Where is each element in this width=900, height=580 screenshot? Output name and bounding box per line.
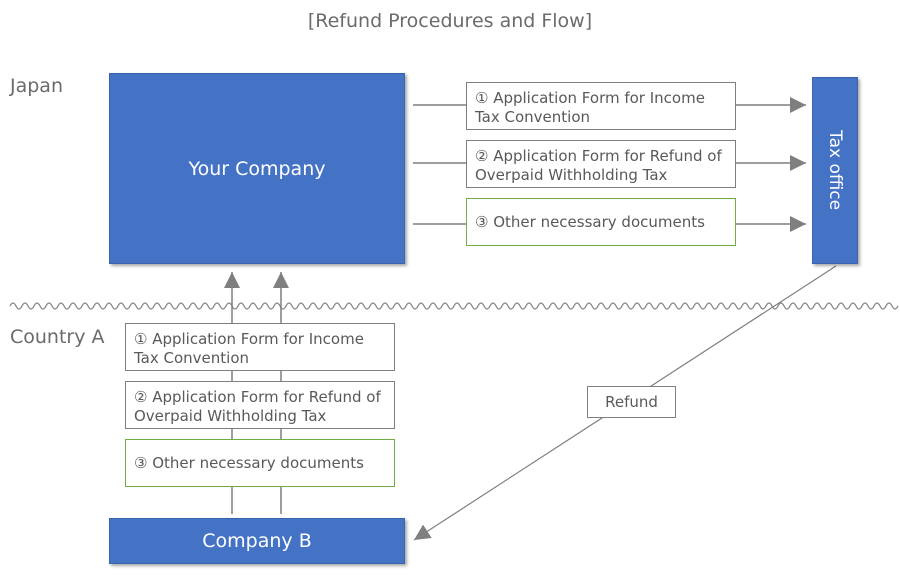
your-company-label: Your Company (188, 157, 326, 180)
top-doc-income-tax-convention: ① Application Form for Income Tax Conven… (466, 82, 736, 130)
company-b-node: Company B (109, 518, 405, 564)
region-label-country-a: Country A (10, 326, 105, 348)
company-b-label: Company B (202, 530, 312, 552)
top-doc-other-label: ③ Other necessary documents (475, 212, 705, 231)
tax-office-label: Tax office (825, 130, 845, 211)
border-wave (9, 302, 899, 310)
tax-office-node: Tax office (812, 77, 858, 264)
refund-label: Refund (605, 393, 658, 411)
your-company-node: Your Company (109, 73, 405, 264)
top-doc-refund-overpaid: ② Application Form for Refund of Overpai… (466, 140, 736, 188)
region-label-japan: Japan (10, 75, 63, 97)
bottom-doc-refund-overpaid: ② Application Form for Refund of Overpai… (125, 381, 395, 429)
diagram-title: [Refund Procedures and Flow] (307, 10, 593, 32)
top-doc-other: ③ Other necessary documents (466, 198, 736, 246)
bottom-doc-income-tax-convention: ① Application Form for Income Tax Conven… (125, 323, 395, 371)
bottom-doc-other: ③ Other necessary documents (125, 439, 395, 487)
refund-label-box: Refund (587, 386, 676, 418)
bottom-doc-other-label: ③ Other necessary documents (134, 453, 364, 472)
